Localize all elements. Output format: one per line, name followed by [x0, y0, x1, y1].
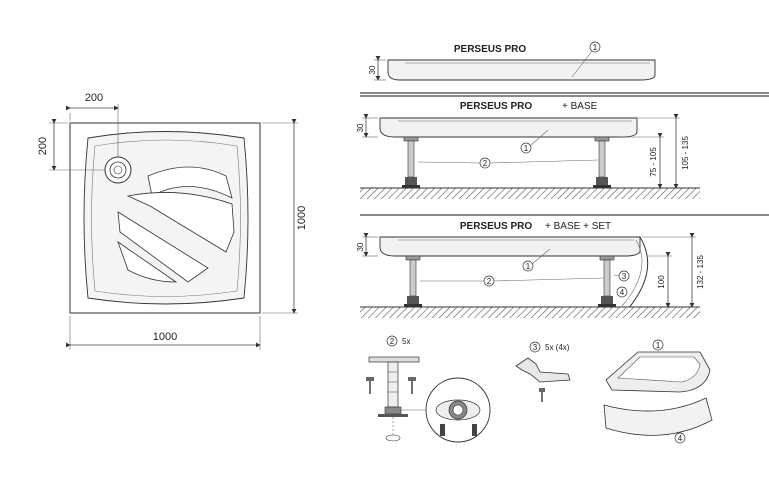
dim-drain-left: 200: [37, 137, 49, 155]
floor: [360, 188, 700, 199]
leg-qty: 5x: [402, 337, 410, 346]
callout-2: 2: [487, 277, 492, 286]
leg: [593, 136, 611, 188]
section2-title: PERSEUS PRO: [460, 101, 532, 112]
tray-profile: [379, 236, 641, 257]
dim-drain-top: 200: [85, 92, 103, 104]
section3-suffix: + BASE + SET: [545, 221, 611, 232]
section1-thickness: 30: [368, 65, 377, 74]
floor: [360, 307, 700, 318]
leg: [598, 255, 616, 307]
leg-callout: 2: [390, 337, 395, 346]
section-tray-base: PERSEUS PRO + BASE 30 75 - 105 10: [356, 95, 769, 199]
callout-2: 2: [483, 159, 488, 168]
callout-1: 1: [524, 144, 529, 153]
drain-icon: [104, 156, 132, 184]
dim-width: 1000: [153, 331, 177, 343]
section3-thickness: 30: [356, 242, 365, 251]
leg: [404, 255, 422, 307]
front-panel: [627, 236, 649, 310]
tray-profile: [387, 59, 656, 81]
bracket-icon: [515, 357, 571, 383]
section3-dim-outer: 132 - 135: [696, 255, 705, 289]
set-callout-tray: 1: [656, 341, 661, 350]
callout-1: 1: [593, 43, 598, 52]
part-set-detail: 1 4: [603, 339, 713, 444]
section2-dim-outer: 105 - 135: [681, 136, 690, 170]
callout-4: 4: [620, 288, 625, 297]
callout-3: 3: [622, 272, 627, 281]
section1-title: PERSEUS PRO: [454, 44, 526, 55]
set-callout-panel: 4: [678, 434, 683, 443]
section-tray-base-set: PERSEUS PRO + BASE + SET 30: [356, 214, 769, 318]
bracket-qty: 5x (4x): [545, 343, 570, 352]
section3-dim-inner: 100: [657, 275, 666, 289]
part-leg-detail: 2 5x: [366, 335, 491, 443]
anti-slip-pattern: [117, 166, 235, 283]
dim-height: 1000: [296, 206, 308, 230]
front-panel-icon: [603, 397, 713, 436]
callout-1: 1: [526, 262, 531, 271]
leg: [402, 136, 420, 188]
part-bracket-detail: 3 5x (4x): [515, 341, 571, 402]
section3-title: PERSEUS PRO: [460, 221, 532, 232]
plan-view: 200 200 1000 1000: [37, 92, 308, 350]
section2-suffix: + BASE: [562, 101, 598, 112]
section2-thickness: 30: [356, 123, 365, 132]
section2-dim-inner: 75 - 105: [649, 147, 658, 177]
section-tray-only: PERSEUS PRO 30 1: [360, 41, 769, 94]
bracket-callout: 3: [533, 343, 538, 352]
